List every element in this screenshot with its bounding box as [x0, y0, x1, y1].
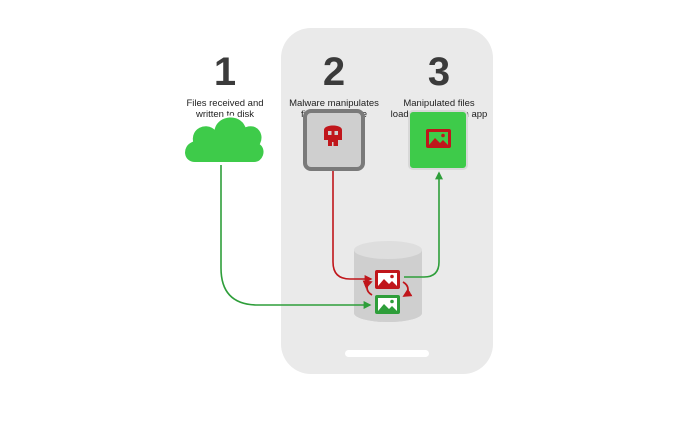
step-2-number: 2 [322, 50, 346, 94]
skull-icon [324, 125, 342, 146]
arrow-malware-to-database [332, 171, 373, 283]
original-image-icon [375, 295, 400, 314]
manipulated-image-icon [375, 270, 400, 289]
step-1-number: 1 [213, 50, 237, 94]
phone-home-indicator [345, 350, 429, 357]
malware-box [303, 109, 365, 171]
arrow-cloud-to-database [220, 165, 372, 309]
step-3-number: 3 [427, 50, 451, 94]
step-2-caption-line1: Malware manipulates [289, 98, 379, 109]
app-image-box [408, 110, 468, 170]
step-3-caption-line1: Manipulated files [403, 98, 475, 109]
arrow-database-to-app [404, 171, 443, 278]
step-1: 1 Files received and written to disk [170, 52, 280, 120]
cloud-icon [183, 115, 266, 164]
image-icon [426, 129, 451, 148]
step-1-caption-line1: Files received and [186, 98, 264, 109]
step-1-caption-line2: written to disk [195, 109, 255, 120]
